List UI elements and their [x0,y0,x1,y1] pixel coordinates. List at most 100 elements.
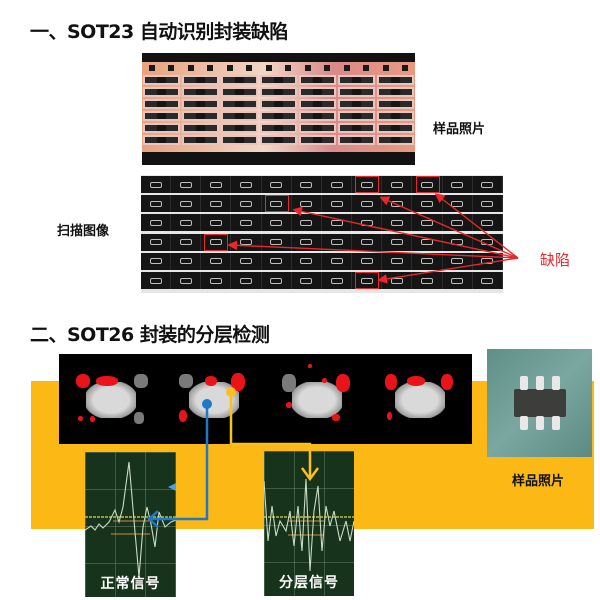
sot26-sample-photo [487,349,592,457]
scan-row [141,195,503,213]
scan-cell [473,195,503,213]
scan-cell [412,176,443,193]
scanned-chip [209,200,222,207]
scan-cell [352,252,383,270]
scan-cell [352,233,383,251]
scanned-chip [451,181,464,188]
scanned-chip [179,239,192,246]
scan-cell [262,195,292,213]
defect-highlight-box [415,176,440,193]
scanned-chip [330,277,343,284]
scanned-chip [179,200,192,207]
scanned-chip [270,219,283,226]
scanned-chip [421,200,434,207]
scan-cell [231,272,262,289]
scan-cell [382,233,413,251]
scan-cell [322,195,353,213]
scan-cell [292,214,322,232]
scan-row [141,176,503,193]
scan-cell [201,176,232,193]
scan-cell [292,272,322,289]
scanned-chip [451,200,464,207]
scan-cell [412,195,443,213]
scanned-chip [240,239,253,246]
scanned-chip [390,239,403,246]
scan-chip-3 [278,364,356,434]
scan-cell [382,252,413,270]
scanned-chip [330,181,343,188]
section-1-title: 一、SOT23 自动识别封装缺陷 [30,21,288,43]
scan-image [141,175,503,293]
scan-cell [352,176,383,193]
scan-cell [443,176,473,193]
scanned-chip [451,277,464,284]
scanned-chip [390,258,403,265]
scanned-chip [270,200,283,207]
scan-cell [171,176,202,193]
scan-cell [443,252,473,270]
defect-highlight-box [355,176,380,193]
scan-cell [171,272,202,289]
scanned-chip [421,181,434,188]
scanned-chip [149,239,162,246]
scanned-chip [421,258,434,265]
scanned-chip [421,219,434,226]
scanned-chip [149,277,162,284]
scan-cell [473,176,503,193]
scanned-chip [300,181,313,188]
scanned-chip [481,200,494,207]
scanned-chip [360,258,373,265]
normal-signal-waveform: 正常信号 [85,452,176,597]
scan-cell [473,272,503,289]
scanned-chip [360,277,373,284]
scanned-chip [270,277,283,284]
sot23-sample-photo [142,53,415,165]
scanned-chip [179,219,192,226]
scanned-chip [330,239,343,246]
scanned-chip [360,200,373,207]
scanned-chip [209,258,222,265]
scanned-chip [179,181,192,188]
scanned-chip [300,219,313,226]
scan-row [141,272,503,289]
scanned-chip [300,200,313,207]
scan-cell [292,252,322,270]
scan-cell [141,272,172,289]
scan-chip-1 [72,364,150,434]
scan-cell [171,195,202,213]
scan-cell [201,214,232,232]
scan-cell [141,233,172,251]
scan-cell [443,272,473,289]
scanned-chip [330,258,343,265]
scan-cell [262,214,292,232]
scanned-chip [149,258,162,265]
scan-cell [322,272,353,289]
scan-cell [322,176,353,193]
scanned-chip [390,181,403,188]
scan-cell [262,272,292,289]
scanned-chip [330,200,343,207]
scanned-chip [240,219,253,226]
scanned-chip [421,277,434,284]
scanned-chip [209,181,222,188]
scanned-chip [179,258,192,265]
scanned-chip [481,219,494,226]
scan-cell [262,252,292,270]
scanned-chip [270,181,283,188]
scanned-chip [240,200,253,207]
scanned-chip [179,277,192,284]
scan-cell [262,176,292,193]
scanned-chip [451,219,464,226]
scanned-chip [240,258,253,265]
scanned-chip [149,200,162,207]
scanned-chip [451,258,464,265]
section-2-title: 二、SOT26 封装的分层检测 [30,324,270,346]
scanned-chip [209,239,222,246]
scanned-chip [390,200,403,207]
scan-image-label: 扫描图像 [57,224,110,239]
sample-photo-label-2: 样品照片 [512,474,565,489]
scan-chip-4 [381,364,459,434]
scanned-chip [481,181,494,188]
